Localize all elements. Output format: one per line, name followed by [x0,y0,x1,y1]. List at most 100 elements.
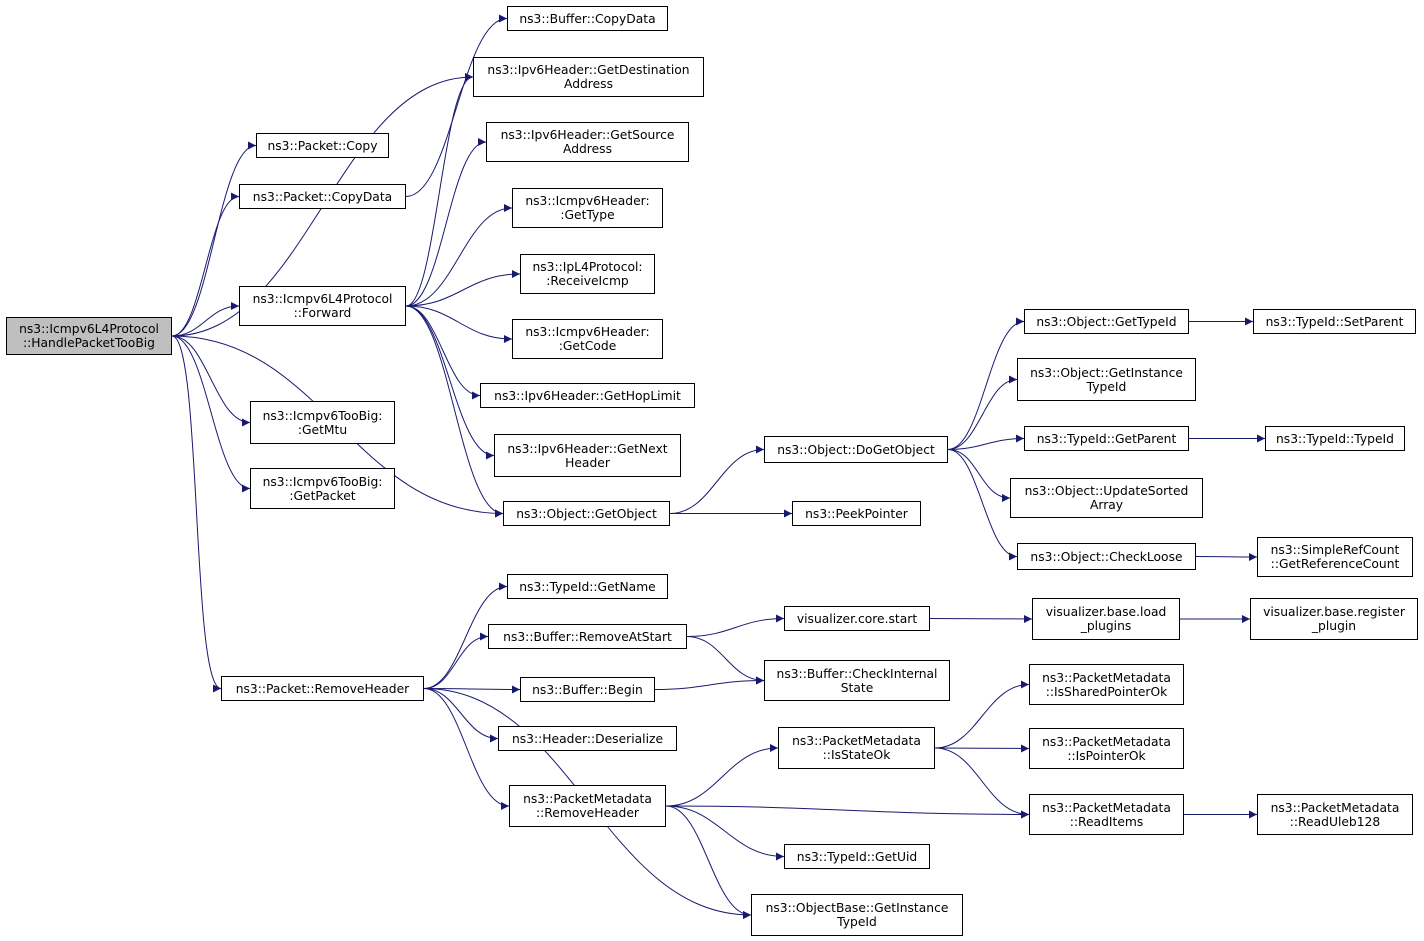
node-visualizer-base-load-plugins[interactable]: visualizer.base.load_plugins [1032,598,1180,640]
node-ns3-buffer-begin[interactable]: ns3::Buffer::Begin [520,677,655,702]
node-label-line: _plugins [1080,619,1132,633]
edge-n6-n17 [423,632,489,689]
node-label-line: ::IsStateOk [822,748,891,762]
node-ns3-packetmetadata-readuleb128[interactable]: ns3::PacketMetadata::ReadUleb128 [1257,794,1413,835]
node-label-line: TypeId [1086,379,1127,394]
edge-n3-n12 [405,305,513,343]
node-ns3-buffer-copydata[interactable]: ns3::Buffer::CopyData [507,6,668,31]
node-ns3-buffer-removeatstart[interactable]: ns3::Buffer::RemoveAtStart [488,624,687,649]
node-ns3-packet-copydata[interactable]: ns3::Packet::CopyData [239,184,406,209]
node-ns3-icmpv6l4protocol-forward[interactable]: ns3::Icmpv6L4Protocol::Forward [239,286,406,326]
node-ns3-typeid-setparent[interactable]: ns3::TypeId::SetParent [1253,309,1416,334]
node-label-line: :GetPacket [289,488,356,503]
node-label-line: TypeId [837,915,877,929]
node-label-line: ns3::Packet::Copy [267,138,378,153]
node-label-line: ::GetReferenceCount [1270,557,1400,571]
edge-n20-n27 [665,805,752,919]
edge-n17-n24 [686,636,765,685]
node-label-line: ns3::Ipv6Header::GetHopLimit [494,388,681,403]
node-ns3-icmpv6header-getcode[interactable]: ns3::Icmpv6Header::GetCode [512,319,663,359]
node-ns3-packet-removeheader[interactable]: ns3::Packet::RemoveHeader [221,676,424,701]
node-label-line: ns3::IpL4Protocol: [532,260,643,274]
edge-n21-n32 [947,449,1018,561]
edge-n21-n31 [947,449,1011,502]
node-ns3-typeid-typeid[interactable]: ns3::TypeId::TypeId [1265,426,1405,451]
edge-n25-n34 [934,680,1030,749]
edge-n6-n20 [423,688,510,810]
edge-n0-n5 [171,335,251,493]
edge-n3-n14 [405,305,495,460]
node-label-line: ns3::PacketMetadata [792,734,921,748]
node-label-line: visualizer.base.register [1263,605,1405,619]
node-label-line: :GetMtu [297,422,348,437]
node-ns3-packetmetadata-isstateok[interactable]: ns3::PacketMetadata::IsStateOk [778,727,935,769]
node-label-line: ns3::Buffer::RemoveAtStart [503,629,672,644]
node-ns3-object-checkloose[interactable]: ns3::Object::CheckLoose [1017,543,1196,570]
node-label-line: ns3::TypeId::SetParent [1265,314,1404,329]
node-label-line: ns3::Ipv6Header::GetSource [500,128,675,142]
node-label-line: ns3::Icmpv6Header: [525,325,650,339]
node-label-line: ns3::PacketMetadata [1042,670,1171,685]
edge-n25-n36 [934,747,1030,819]
edge-n3-n11 [405,270,521,307]
node-ns3-ipv6header-gethoplimit[interactable]: ns3::Ipv6Header::GetHopLimit [480,383,695,408]
node-label-line: ns3::Icmpv6TooBig: [262,408,383,423]
node-visualizer-core-start[interactable]: visualizer.core.start [784,606,930,631]
node-label-line: ns3::TypeId::TypeId [1276,431,1394,446]
edge-n20-n25 [665,744,779,807]
node-label-line: ns3::PacketMetadata [523,792,652,806]
node-label-line: ::RemoveHeader [536,806,639,820]
node-ns3-packetmetadata-ispointerok[interactable]: ns3::PacketMetadata::IsPointerOk [1029,728,1184,769]
node-ns3-object-dogetobject[interactable]: ns3::Object::DoGetObject [764,436,948,463]
call-edges [171,14,1265,919]
node-ns3-object-getobject[interactable]: ns3::Object::GetObject [503,501,670,526]
node-ns3-packet-copy[interactable]: ns3::Packet::Copy [256,133,389,158]
node-ns3-typeid-getname[interactable]: ns3::TypeId::GetName [507,574,668,599]
node-ns3-packetmetadata-issharedpointerok[interactable]: ns3::PacketMetadata::IsSharedPointerOk [1029,664,1184,705]
node-label-line: ns3::SimpleRefCount [1270,543,1400,557]
node-label-line: ns3::Object::GetObject [516,506,657,521]
node-label-line: ns3::Icmpv6Header: [525,194,650,208]
node-label-line: ns3::Icmpv6TooBig: [262,474,383,489]
node-label-line: ns3::PacketMetadata [1270,800,1400,815]
node-ns3-object-gettypeid[interactable]: ns3::Object::GetTypeId [1024,309,1189,334]
node-label-line: Array [1089,498,1124,512]
node-label-line: :GetType [560,208,615,222]
node-label-line: Address [563,142,612,156]
edge-n0-n4 [171,335,251,427]
edge-n6-n16 [423,582,508,689]
node-ns3-typeid-getuid[interactable]: ns3::TypeId::GetUid [784,844,930,869]
node-ns3-icmpv6toobig-getpacket[interactable]: ns3::Icmpv6TooBig::GetPacket [250,468,395,509]
node-ns3-typeid-getparent[interactable]: ns3::TypeId::GetParent [1024,426,1189,451]
edge-n3-n8 [405,73,474,307]
node-label-line: ns3::Object::GetInstance [1030,365,1183,380]
node-ns3-ipl4protocol-receiveicmp[interactable]: ns3::IpL4Protocol::ReceiveIcmp [520,254,655,294]
node-ns3-icmpv6header-gettype[interactable]: ns3::Icmpv6Header::GetType [512,188,663,228]
node-ns3-packetmetadata-readitems[interactable]: ns3::PacketMetadata::ReadItems [1029,794,1184,835]
node-label-line: ::IsPointerOk [1067,748,1146,763]
node-label-line: :ReceiveIcmp [546,274,629,288]
node-label-line: :GetCode [558,339,617,353]
node-ns3-simplerefcount-getreferencecount[interactable]: ns3::SimpleRefCount::GetReferenceCount [1257,537,1413,577]
node-ns3-peekpointer[interactable]: ns3::PeekPointer [792,501,921,526]
node-label-line: visualizer.core.start [796,611,918,626]
edge-n3-n9 [405,138,487,307]
node-label-line: ns3::Object::UpdateSorted [1024,484,1189,498]
edge-n18-n24 [654,676,765,690]
node-label-line: ns3::Ipv6Header::GetNext [507,441,668,456]
edge-n17-n23 [686,614,785,637]
node-label-line: ns3::PacketMetadata [1042,734,1171,749]
node-ns3-icmpv6toobig-getmtu[interactable]: ns3::Icmpv6TooBig::GetMtu [250,401,395,444]
node-visualizer-base-register-plugin[interactable]: visualizer.base.register_plugin [1250,598,1418,640]
node-label-line: ns3::Buffer::Begin [532,682,643,697]
node-ns3-header-deserialize[interactable]: ns3::Header::Deserialize [498,726,677,751]
node-ns3-packetmetadata-removeheader[interactable]: ns3::PacketMetadata::RemoveHeader [509,785,666,827]
